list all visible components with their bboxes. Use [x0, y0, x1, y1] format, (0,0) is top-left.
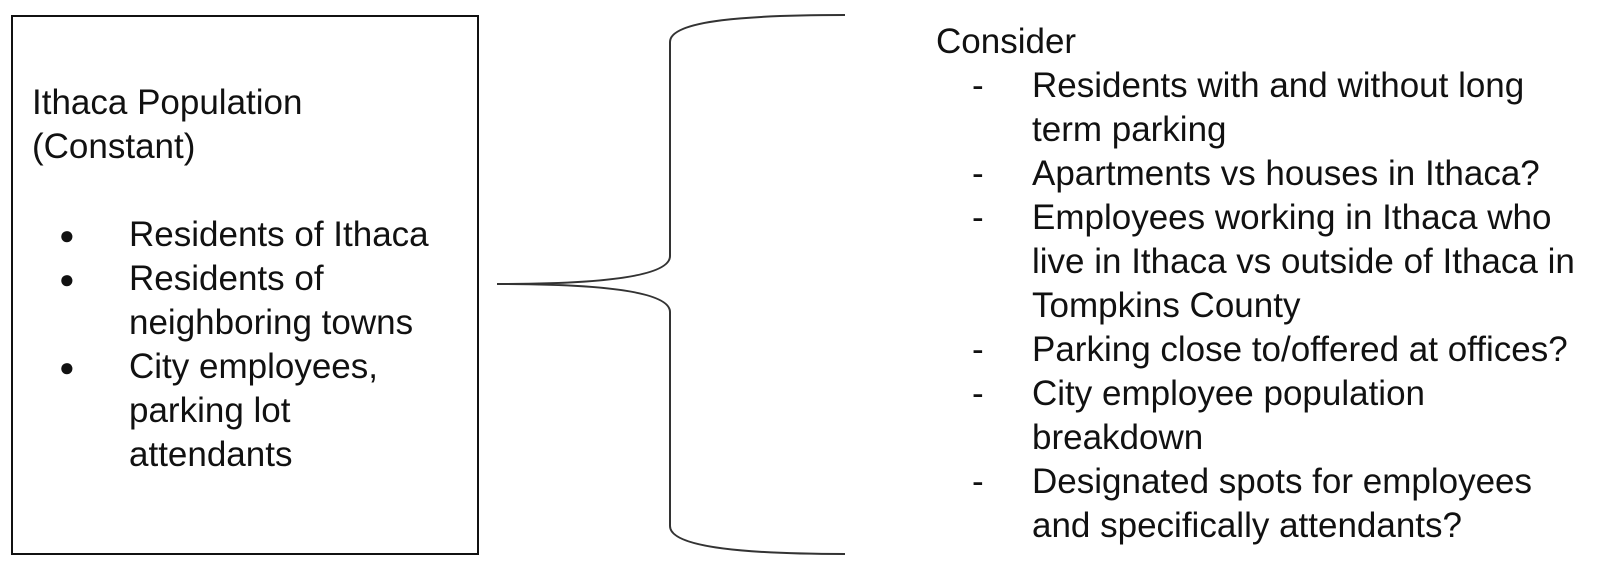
consider-item-apartments-vs-houses: - Apartments vs houses in Ithaca?	[936, 152, 1575, 196]
consider-item-line: Apartments vs houses in Ithaca?	[1032, 154, 1540, 193]
population-item-line: neighboring towns	[129, 303, 414, 342]
consider-item-line: Designated spots for employees	[1032, 462, 1532, 501]
population-item-residents-of-ithaca: ● Residents of Ithaca	[13, 213, 429, 257]
population-item-city-employees: ● City employees, parking lot attendants	[13, 345, 429, 477]
bullet-icon: ●	[59, 264, 75, 294]
population-box: Ithaca Population (Constant) ● Residents…	[11, 15, 479, 555]
bullet-icon: ●	[59, 352, 75, 382]
dash-icon: -	[972, 66, 984, 105]
consider-list: - Residents with and without long term p…	[936, 64, 1575, 548]
consider-item-line: City employee population	[1032, 374, 1426, 413]
population-item-line: attendants	[129, 435, 293, 474]
population-item-line: Residents of	[129, 259, 324, 298]
population-item-line: Residents of Ithaca	[129, 215, 429, 254]
dash-icon: -	[972, 330, 984, 369]
consider-item-line: Parking close to/offered at offices?	[1032, 330, 1568, 369]
consider-item-office-parking: - Parking close to/offered at offices?	[936, 328, 1575, 372]
consider-item-employee-breakdown: - City employee population breakdown	[936, 372, 1575, 460]
consider-item-employees-residence: - Employees working in Ithaca who live i…	[936, 196, 1575, 328]
population-title: Ithaca Population (Constant)	[32, 81, 302, 169]
population-item-line: parking lot	[129, 391, 291, 430]
consider-item-line: term parking	[1032, 110, 1227, 149]
population-title-line-1: Ithaca Population	[32, 83, 303, 122]
consider-item-line: Employees working in Ithaca who	[1032, 198, 1552, 237]
dash-icon: -	[972, 462, 984, 501]
dash-icon: -	[972, 198, 984, 237]
consider-item-line: breakdown	[1032, 418, 1204, 457]
population-item-line: City employees,	[129, 347, 378, 386]
dash-icon: -	[972, 374, 984, 413]
consider-item-line: Tompkins County	[1032, 286, 1301, 325]
population-item-neighboring-towns: ● Residents of neighboring towns	[13, 257, 429, 345]
consider-item-designated-spots: - Designated spots for employees and spe…	[936, 460, 1575, 548]
population-title-line-2: (Constant)	[32, 127, 196, 166]
consider-title: Consider	[936, 22, 1077, 61]
population-list: ● Residents of Ithaca ● Residents of nei…	[13, 213, 429, 477]
brace-path	[496, 14, 846, 555]
consider-item-long-term-parking: - Residents with and without long term p…	[936, 64, 1575, 152]
bullet-icon: ●	[59, 220, 75, 250]
consider-item-line: Residents with and without long	[1032, 66, 1525, 105]
consider-item-line: live in Ithaca vs outside of Ithaca in	[1032, 242, 1575, 281]
consider-item-line: and specifically attendants?	[1032, 506, 1462, 545]
dash-icon: -	[972, 154, 984, 193]
